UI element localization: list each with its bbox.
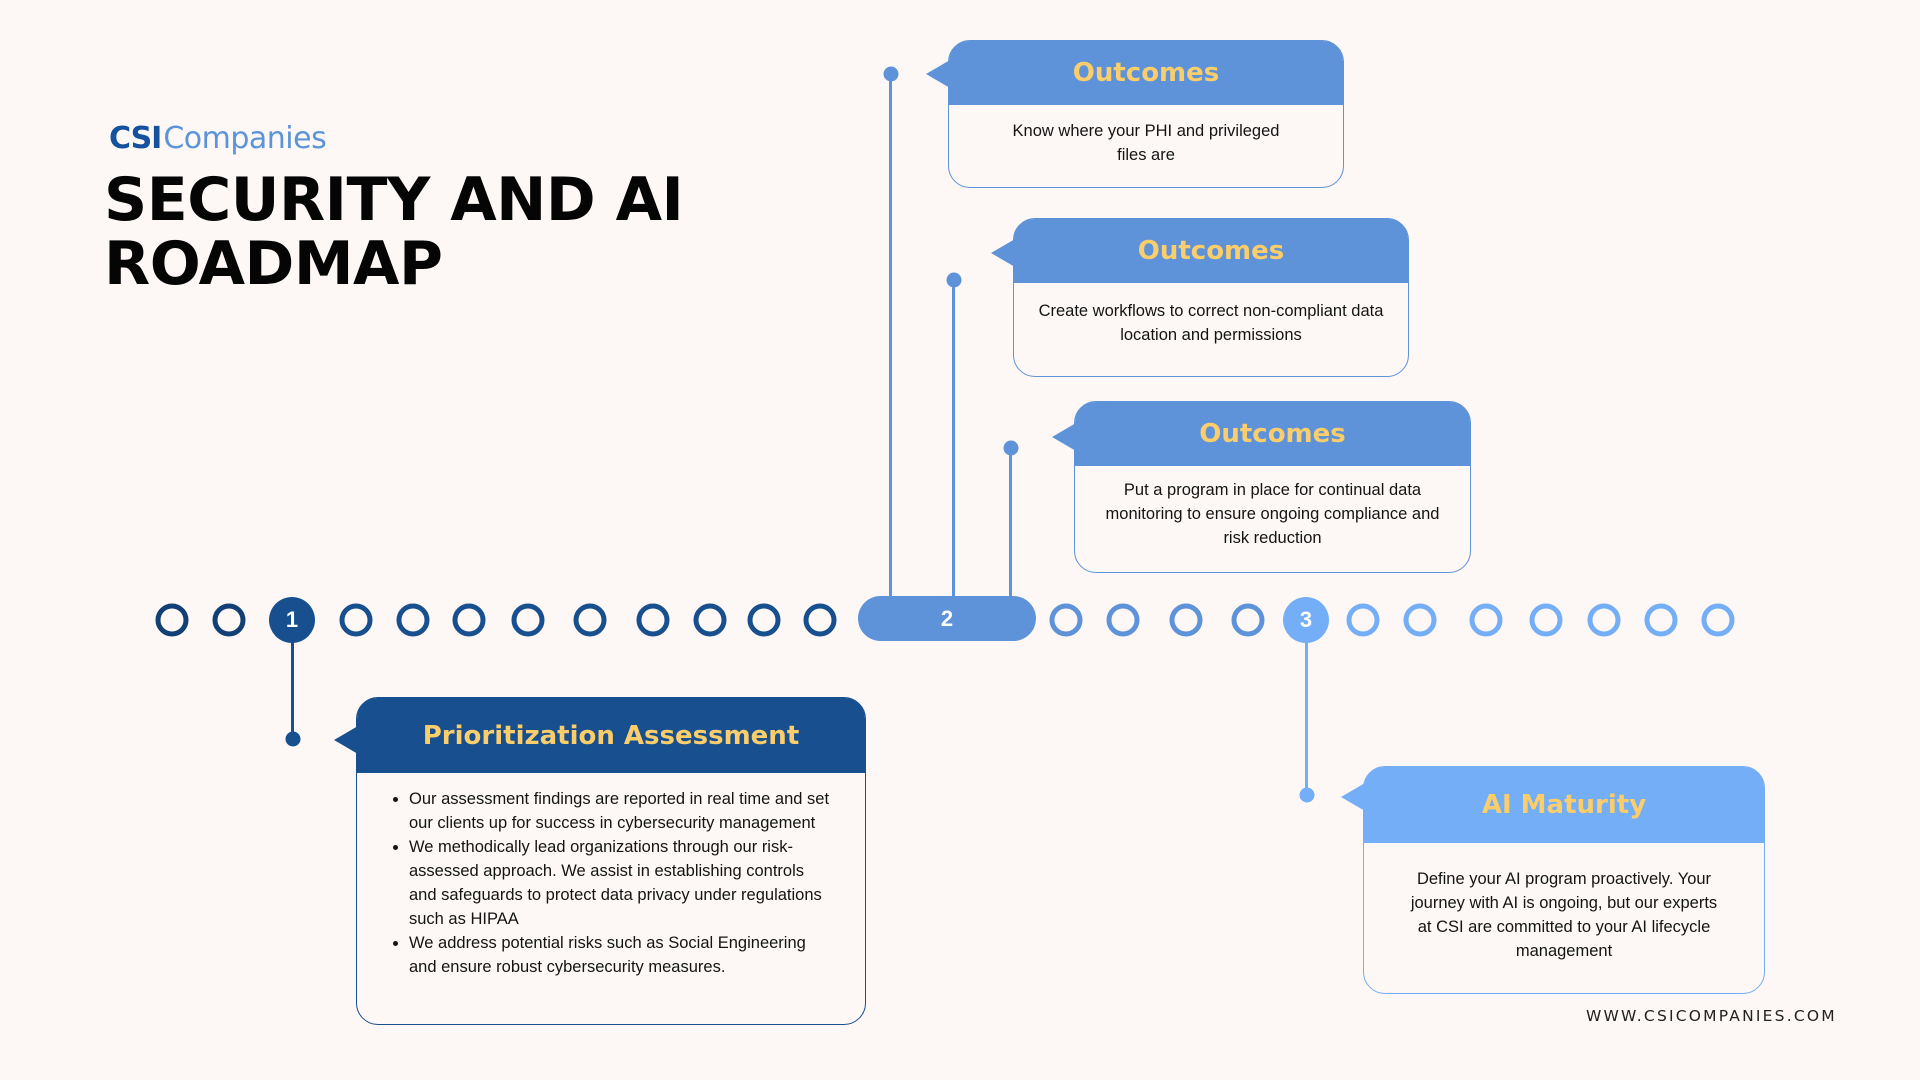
card-body: Know where your PHI and privileged files… — [1012, 122, 1280, 164]
connector-line-2b — [952, 280, 955, 598]
bullet-item: We address potential risks such as Socia… — [409, 931, 835, 979]
timeline-ring — [339, 603, 373, 637]
page-title: SECURITY AND AI ROADMAP — [104, 168, 724, 296]
connector-dot-1 — [285, 731, 301, 747]
logo-strong-text: CSI — [109, 121, 162, 156]
page-title-line-1: SECURITY AND AI — [104, 165, 684, 235]
timeline-ring — [511, 603, 545, 637]
bullet-item: Our assessment findings are reported in … — [409, 787, 835, 835]
timeline-ring — [747, 603, 781, 637]
timeline-ring — [1529, 603, 1563, 637]
callout-pointer — [1052, 423, 1076, 451]
timeline-ring — [693, 603, 727, 637]
page-title-line-2: ROADMAP — [104, 229, 443, 299]
card-body: Create workflows to correct non-complian… — [1038, 302, 1384, 344]
outcome-card-3: Outcomes Put a program in place for cont… — [1052, 401, 1471, 573]
timeline-ring — [1701, 603, 1735, 637]
callout-pointer — [926, 60, 950, 88]
prioritization-assessment-card: Prioritization Assessment Our assessment… — [334, 697, 866, 1025]
timeline-marker-2: 2 — [858, 596, 1036, 641]
connector-dot-2b — [946, 272, 962, 288]
card-heading: Outcomes — [949, 41, 1343, 105]
connector-line-1 — [291, 640, 294, 740]
connector-line-3 — [1305, 640, 1308, 796]
bullet-item: We methodically lead organizations throu… — [409, 835, 835, 931]
timeline-ring — [1231, 603, 1265, 637]
card-heading: Prioritization Assessment — [357, 698, 865, 773]
timeline-ring — [1644, 603, 1678, 637]
card-body: Put a program in place for continual dat… — [1105, 481, 1440, 547]
card-body: Our assessment findings are reported in … — [357, 773, 865, 989]
timeline-ring — [1106, 603, 1140, 637]
timeline-ring — [636, 603, 670, 637]
connector-dot-2c — [1003, 440, 1019, 456]
timeline-ring — [396, 603, 430, 637]
timeline-ring — [1049, 603, 1083, 637]
callout-pointer — [991, 239, 1015, 267]
timeline-ring — [1346, 603, 1380, 637]
card-heading: AI Maturity — [1364, 767, 1764, 843]
timeline-marker-3: 3 — [1283, 597, 1329, 643]
outcome-card-1: Outcomes Know where your PHI and privile… — [926, 40, 1344, 188]
connector-line-2c — [1009, 448, 1012, 598]
connector-dot-3 — [1299, 787, 1315, 803]
card-body: Define your AI program proactively. Your… — [1410, 870, 1718, 960]
timeline-marker-1: 1 — [269, 597, 315, 643]
card-heading: Outcomes — [1014, 219, 1408, 283]
outcome-card-2: Outcomes Create workflows to correct non… — [991, 218, 1409, 377]
timeline-ring — [803, 603, 837, 637]
timeline-ring — [212, 603, 246, 637]
timeline-ring — [573, 603, 607, 637]
logo-light-text: Companies — [163, 121, 327, 156]
callout-pointer — [1341, 783, 1365, 811]
connector-dot-2a — [883, 66, 899, 82]
timeline-ring — [1403, 603, 1437, 637]
connector-line-2a — [889, 74, 892, 598]
footer-url: WWW.CSICOMPANIES.COM — [1586, 1007, 1837, 1025]
ai-maturity-card: AI Maturity Define your AI program proac… — [1341, 766, 1765, 994]
timeline-ring — [1587, 603, 1621, 637]
csi-companies-logo: CSICompanies — [109, 121, 327, 156]
timeline-ring — [1469, 603, 1503, 637]
card-heading: Outcomes — [1075, 402, 1470, 466]
timeline-ring — [155, 603, 189, 637]
timeline-ring — [1169, 603, 1203, 637]
callout-pointer — [334, 726, 358, 754]
timeline-ring — [452, 603, 486, 637]
